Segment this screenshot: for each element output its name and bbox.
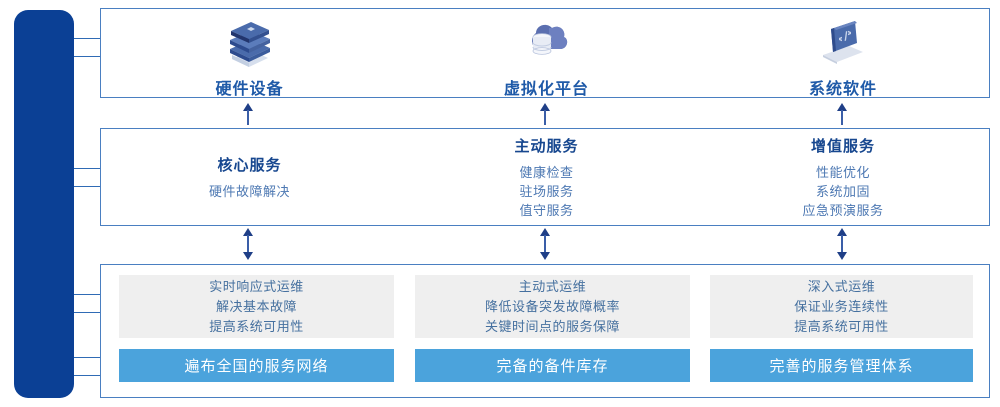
- positioning-card-proactive[interactable]: 主动式运维 降低设备突发故障概率 关键时间点的服务保障: [415, 275, 690, 338]
- content-item: 健康检查: [519, 164, 574, 180]
- content-item: 系统加固: [815, 183, 870, 199]
- arrow-hardware-up: [240, 103, 256, 130]
- connector-content-bottom: [62, 186, 110, 187]
- advantage-bar-network[interactable]: 遍布全国的服务网络: [119, 349, 394, 382]
- tech-direction-box: 硬件设备 虚拟化平台: [100, 8, 990, 98]
- tech-column-system-software[interactable]: 系统软件: [695, 9, 991, 98]
- arrow-system-software-up: [834, 103, 850, 130]
- arrow-value-added-double: [834, 228, 850, 265]
- content-item: 驻场服务: [519, 183, 574, 199]
- tech-label: 系统软件: [808, 81, 877, 98]
- cloud-database-icon: [519, 19, 575, 71]
- connector-tech-top: [62, 38, 110, 39]
- positioning-line: 提高系统可用性: [794, 318, 889, 334]
- positioning-line: 深入式运维: [807, 278, 876, 294]
- content-column-core-service[interactable]: 核心服务 硬件故障解决: [101, 129, 398, 225]
- content-item: 应急预演服务: [802, 202, 884, 218]
- connector-advantage-bottom: [62, 375, 110, 376]
- laptop-code-icon: [815, 19, 871, 71]
- category-sidebar: [14, 10, 74, 398]
- tech-label: 虚拟化平台: [503, 81, 589, 98]
- positioning-card-deep[interactable]: 深入式运维 保证业务连续性 提高系统可用性: [710, 275, 973, 338]
- content-item: 值守服务: [519, 202, 574, 218]
- content-item: 性能优化: [815, 164, 870, 180]
- product-content-box: 核心服务 硬件故障解决 主动服务 健康检查 驻场服务 值守服务 增值服务 性能优…: [100, 128, 990, 226]
- tech-column-virtualization[interactable]: 虚拟化平台: [398, 9, 695, 98]
- arrow-virtualization-up: [537, 103, 553, 130]
- positioning-line: 降低设备突发故障概率: [484, 298, 620, 314]
- content-column-value-added-service[interactable]: 增值服务 性能优化 系统加固 应急预演服务: [695, 129, 991, 225]
- connector-position-bottom: [62, 312, 110, 313]
- positioning-line: 保证业务连续性: [794, 298, 889, 314]
- tech-label: 硬件设备: [215, 81, 284, 98]
- tech-column-hardware[interactable]: 硬件设备: [101, 9, 398, 98]
- advantage-label: 遍布全国的服务网络: [184, 358, 329, 375]
- positioning-card-realtime[interactable]: 实时响应式运维 解决基本故障 提高系统可用性: [119, 275, 394, 338]
- arrow-core-double: [240, 228, 256, 265]
- arrow-proactive-double: [537, 228, 553, 265]
- positioning-line: 提高系统可用性: [209, 318, 304, 334]
- positioning-line: 主动式运维: [518, 278, 587, 294]
- advantage-label: 完善的服务管理体系: [769, 358, 914, 375]
- positioning-line: 解决基本故障: [215, 298, 297, 314]
- advantage-bar-management[interactable]: 完善的服务管理体系: [710, 349, 973, 382]
- advantage-label: 完备的备件库存: [496, 358, 609, 375]
- content-title: 增值服务: [810, 137, 875, 155]
- content-title: 主动服务: [514, 137, 579, 155]
- positioning-line: 关键时间点的服务保障: [484, 318, 620, 334]
- advantage-bar-spare-parts[interactable]: 完备的备件库存: [415, 349, 690, 382]
- content-item: 硬件故障解决: [208, 183, 290, 199]
- content-column-proactive-service[interactable]: 主动服务 健康检查 驻场服务 值守服务: [398, 129, 695, 225]
- content-title: 核心服务: [217, 156, 282, 174]
- server-stack-icon: [222, 19, 278, 71]
- connector-advantage-top: [62, 357, 110, 358]
- connector-tech-bottom: [62, 56, 110, 57]
- connector-content-top: [62, 168, 110, 169]
- positioning-advantage-box: 实时响应式运维 解决基本故障 提高系统可用性 主动式运维 降低设备突发故障概率 …: [100, 264, 990, 398]
- positioning-line: 实时响应式运维: [209, 278, 304, 294]
- connector-position-top: [62, 294, 110, 295]
